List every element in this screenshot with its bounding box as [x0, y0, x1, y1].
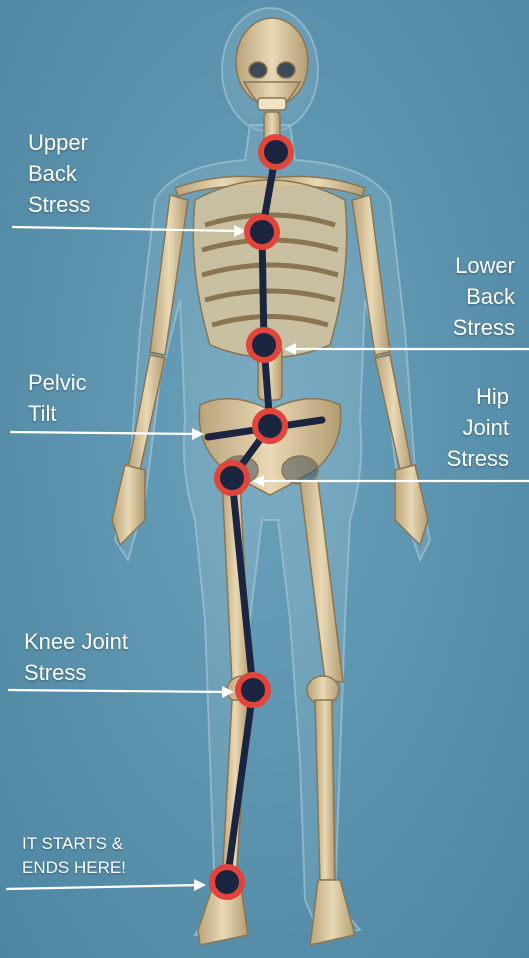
arrow-icon: [10, 428, 204, 440]
target-marker-icon: [247, 217, 277, 247]
target-marker-icon: [249, 330, 279, 360]
target-marker-icon: [255, 411, 285, 441]
label-knee-joint-stress: Knee Joint Stress: [24, 626, 128, 688]
target-marker-icon: [261, 137, 291, 167]
label-it-starts-ends-here: IT STARTS & ENDS HERE!: [22, 832, 126, 880]
label-pelvic-tilt: Pelvic Tilt: [28, 367, 87, 429]
target-marker-icon: [217, 463, 247, 493]
label-hip-joint-stress: Hip Joint Stress: [447, 381, 509, 474]
label-upper-back-stress: Upper Back Stress: [28, 127, 90, 220]
target-marker-icon: [212, 867, 242, 897]
target-marker-icon: [238, 675, 268, 705]
label-lower-back-stress: Lower Back Stress: [453, 250, 515, 343]
arrow-icon: [6, 879, 206, 891]
